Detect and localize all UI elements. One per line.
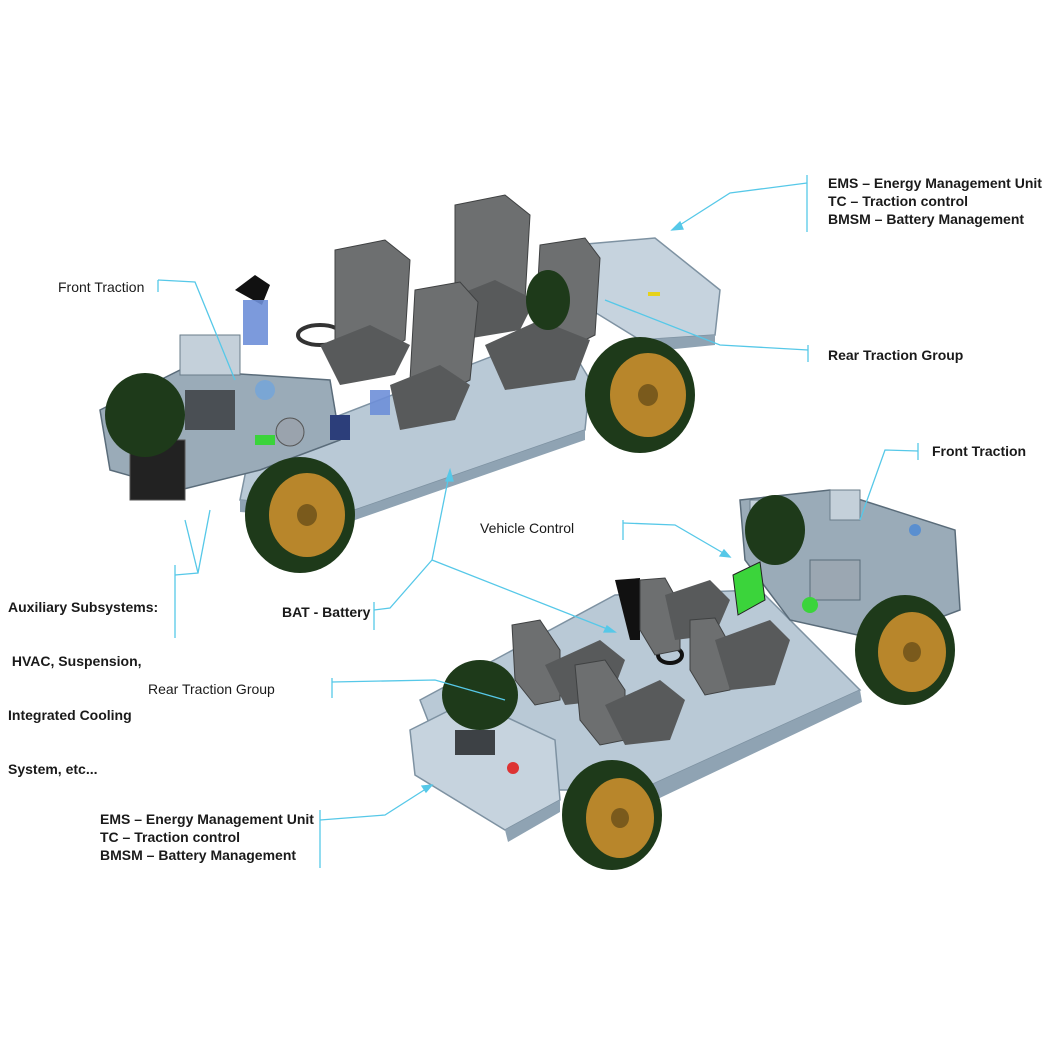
ems-line-2: TC – Traction control <box>828 193 969 209</box>
rear-traction-label-bottom: Rear Traction Group <box>148 681 275 697</box>
vehicle-control-label: Vehicle Control <box>480 520 575 536</box>
ems-bottom-line-3: BMSM – Battery Management <box>100 847 297 863</box>
ems-label-top: EMS – Energy Management Unit TC – Tracti… <box>828 174 1042 228</box>
aux-line-2: HVAC, Suspension, <box>8 653 142 669</box>
front-traction-label-left: Front Traction <box>58 279 145 295</box>
aux-line-1: Auxiliary Subsystems: <box>8 599 159 615</box>
auxiliary-subsystems-label: Auxiliary Subsystems: HVAC, Suspension, … <box>8 562 158 796</box>
bottom-wheels <box>442 495 955 870</box>
ems-label-bottom: EMS – Energy Management Unit TC – Tracti… <box>100 810 314 864</box>
aux-line-4: System, etc... <box>8 761 98 777</box>
aux-line-3: Integrated Cooling <box>8 707 132 723</box>
bottom-seats <box>511 577 790 746</box>
front-traction-label-right: Front Traction <box>932 443 1027 459</box>
vehicle-control-panel <box>732 561 766 616</box>
bottom-vehicle <box>409 489 961 870</box>
top-vehicle <box>99 194 721 573</box>
ems-bottom-line-2: TC – Traction control <box>100 829 241 845</box>
ems-line-3: BMSM – Battery Management <box>828 211 1025 227</box>
ems-bottom-line-1: EMS – Energy Management Unit <box>100 811 314 827</box>
rear-traction-label-top: Rear Traction Group <box>828 347 964 363</box>
top-seats <box>320 194 601 430</box>
leader-lines <box>157 175 919 868</box>
battery-label: BAT - Battery <box>282 604 371 620</box>
ems-line-1: EMS – Energy Management Unit <box>828 175 1042 191</box>
top-wheels <box>105 270 695 573</box>
